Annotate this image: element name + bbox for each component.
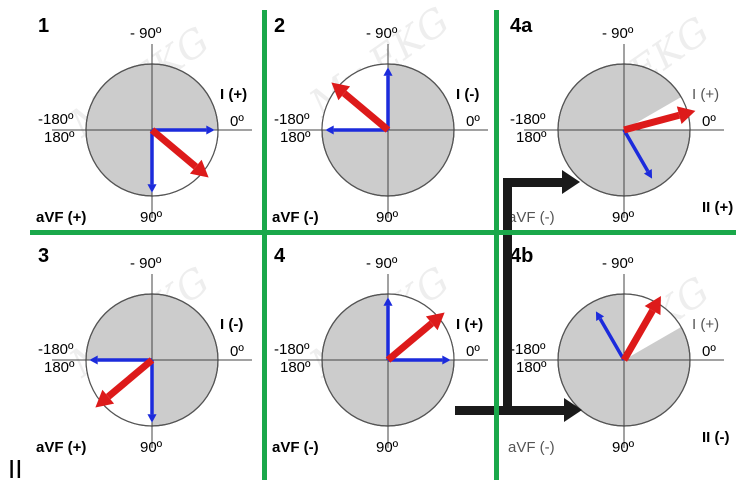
blue-vector-0-head <box>442 355 451 365</box>
blue-vector-0-head <box>595 311 605 321</box>
axis-label-left-neg: -180º <box>274 341 310 358</box>
axis-label-top: - 90º <box>602 25 634 42</box>
lead-aVF-label: aVF (-) <box>272 439 319 456</box>
blue-vector-1-head <box>383 297 393 306</box>
axis-label-left-neg: -180º <box>38 111 74 128</box>
blue-vector-1-head <box>89 355 98 365</box>
lead-I-label: I (-) <box>456 86 480 103</box>
lead-aVF-label: aVF (-) <box>508 209 555 226</box>
footer-label: II <box>8 454 23 484</box>
panel-number: 1 <box>38 15 50 37</box>
panel-number: 4b <box>510 245 534 267</box>
axis-label-right: 0º <box>466 343 480 360</box>
axis-label-left-neg: -180º <box>38 341 74 358</box>
red-vector-shaft <box>105 357 155 400</box>
panel-number: 3 <box>38 245 50 267</box>
lead-I-label: I (+) <box>692 86 720 103</box>
lead-I-label: I (-) <box>220 316 244 333</box>
blue-vector-0-head <box>206 125 215 135</box>
blue-vector-0-head <box>383 67 393 76</box>
axis-label-right: 0º <box>702 113 716 130</box>
axis-label-right: 0º <box>230 343 244 360</box>
lead-aVF-label: aVF (-) <box>508 439 555 456</box>
axis-label-bottom: 90º <box>140 209 163 226</box>
axis-label-top: - 90º <box>602 255 634 272</box>
lead-aVF-label: aVF (+) <box>36 439 87 456</box>
grid-divider-horizontal <box>30 230 736 235</box>
red-vector-head <box>331 82 351 101</box>
grid-divider-vertical-1 <box>262 10 267 480</box>
axis-label-top: - 90º <box>130 25 162 42</box>
blue-vector-0-head <box>147 414 157 423</box>
axis-label-left-neg: -180º <box>510 111 546 128</box>
blue-vector-0-shaft <box>622 129 650 173</box>
blue-vector-0-shaft <box>598 317 626 361</box>
lead-I-label: I (+) <box>692 316 720 333</box>
axis-label-left-pos: 180º <box>280 359 311 376</box>
hexaxial-diagram <box>52 274 252 448</box>
lead-II-label: II (-) <box>702 429 730 446</box>
hexaxial-diagram <box>524 274 724 448</box>
hexaxial-diagram <box>288 44 488 218</box>
red-vector-head <box>95 389 115 408</box>
grid-divider-vertical-2 <box>494 10 499 480</box>
axis-label-top: - 90º <box>366 255 398 272</box>
hexaxial-diagram <box>524 44 724 218</box>
lead-I-label: I (+) <box>456 316 484 333</box>
panel-number: 4 <box>274 245 286 267</box>
lead-I-label: I (+) <box>220 86 248 103</box>
axis-label-top: - 90º <box>366 25 398 42</box>
axis-label-top: - 90º <box>130 255 162 272</box>
axis-label-bottom: 90º <box>376 439 399 456</box>
lead-aVF-label: aVF (-) <box>272 209 319 226</box>
red-vector-shaft <box>149 127 199 170</box>
axis-label-left-pos: 180º <box>516 129 547 146</box>
axis-label-left-pos: 180º <box>280 129 311 146</box>
axis-label-left-neg: -180º <box>510 341 546 358</box>
red-vector-head <box>425 312 445 331</box>
axis-label-left-pos: 180º <box>44 129 75 146</box>
red-vector-head <box>189 159 209 178</box>
white-sector <box>624 97 690 130</box>
red-vector-head <box>676 106 696 125</box>
blue-vector-0-head <box>643 169 653 179</box>
lead-II-label: II (+) <box>702 199 734 216</box>
axis-label-bottom: 90º <box>612 209 635 226</box>
hexaxial-diagram <box>288 274 488 448</box>
red-vector-shaft <box>623 111 681 134</box>
panel-number: 2 <box>274 15 286 37</box>
axis-label-right: 0º <box>230 113 244 130</box>
axis-label-bottom: 90º <box>376 209 399 226</box>
axis-label-left-neg: -180º <box>274 111 310 128</box>
axis-label-bottom: 90º <box>140 439 163 456</box>
axis-label-bottom: 90º <box>612 439 635 456</box>
red-vector-shaft <box>385 320 435 363</box>
panel-number: 4a <box>510 15 533 37</box>
red-vector-shaft <box>341 90 391 133</box>
axis-label-right: 0º <box>466 113 480 130</box>
axis-label-right: 0º <box>702 343 716 360</box>
lead-aVF-label: aVF (+) <box>36 209 87 226</box>
blue-vector-1-head <box>325 125 334 135</box>
blue-vector-1-head <box>147 184 157 193</box>
axis-label-left-pos: 180º <box>44 359 75 376</box>
hexaxial-diagram <box>52 44 252 218</box>
red-vector-shaft <box>620 308 656 362</box>
axis-label-left-pos: 180º <box>516 359 547 376</box>
red-vector-head <box>644 295 661 316</box>
